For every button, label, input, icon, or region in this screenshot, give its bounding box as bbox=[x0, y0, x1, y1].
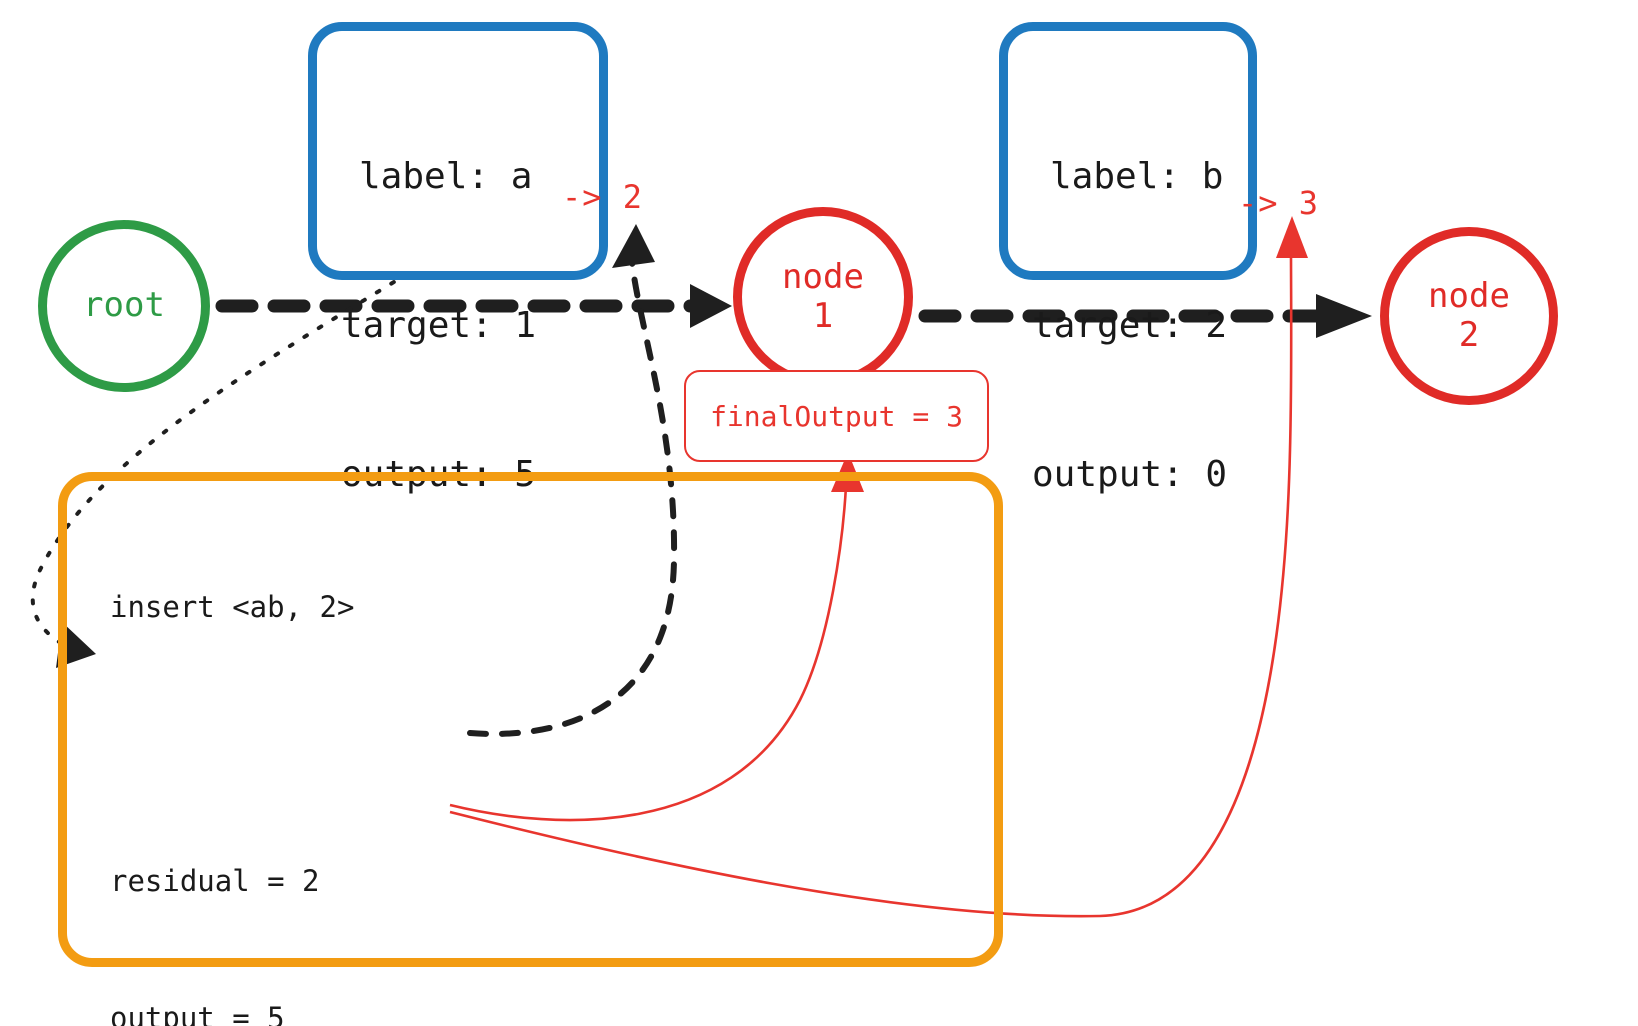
edge-b-label-row: label: b bbox=[1050, 156, 1224, 198]
edge-a-target-row: target: 1 bbox=[341, 305, 537, 347]
node-node-1-index: 1 bbox=[812, 296, 834, 336]
node-node-2-label: node bbox=[1428, 275, 1510, 316]
detail-line-spacer-1 bbox=[110, 710, 870, 779]
edge-b-output-annotation: -> 3 bbox=[1238, 184, 1320, 222]
detail-panel-lines: insert <ab, 2> residual = 2 output = 5 c… bbox=[110, 505, 870, 1026]
node-node-1-label: node bbox=[782, 256, 864, 297]
node-node-1[interactable]: node 1 bbox=[733, 207, 913, 387]
detail-line-output: output = 5 bbox=[110, 1001, 285, 1026]
edge-box-b[interactable]: label: b target: 2 output: 0 bbox=[999, 22, 1257, 495]
node-node-2[interactable]: node 2 bbox=[1380, 227, 1558, 405]
edge-b-target-row: target: 2 bbox=[1032, 305, 1228, 347]
detail-line-residual: residual = 2 bbox=[110, 864, 320, 898]
node-node-2-index: 2 bbox=[1458, 315, 1480, 355]
edge-b-output-row: output: 0 bbox=[1032, 454, 1228, 496]
edge-box-a[interactable]: label: a target: 1 output: 5 bbox=[308, 22, 608, 495]
edge-a-output-annotation: -> 2 bbox=[562, 178, 644, 216]
edge-a-label-row: label: a bbox=[359, 156, 533, 198]
node-root-label: root bbox=[83, 285, 165, 326]
final-output-text: finalOutput = 3 bbox=[710, 399, 963, 433]
detail-line-insert: insert <ab, 2> bbox=[110, 590, 355, 624]
node-root[interactable]: root bbox=[38, 220, 210, 392]
final-output-callout[interactable]: finalOutput = 3 bbox=[684, 370, 989, 462]
detail-panel bbox=[58, 472, 1003, 967]
